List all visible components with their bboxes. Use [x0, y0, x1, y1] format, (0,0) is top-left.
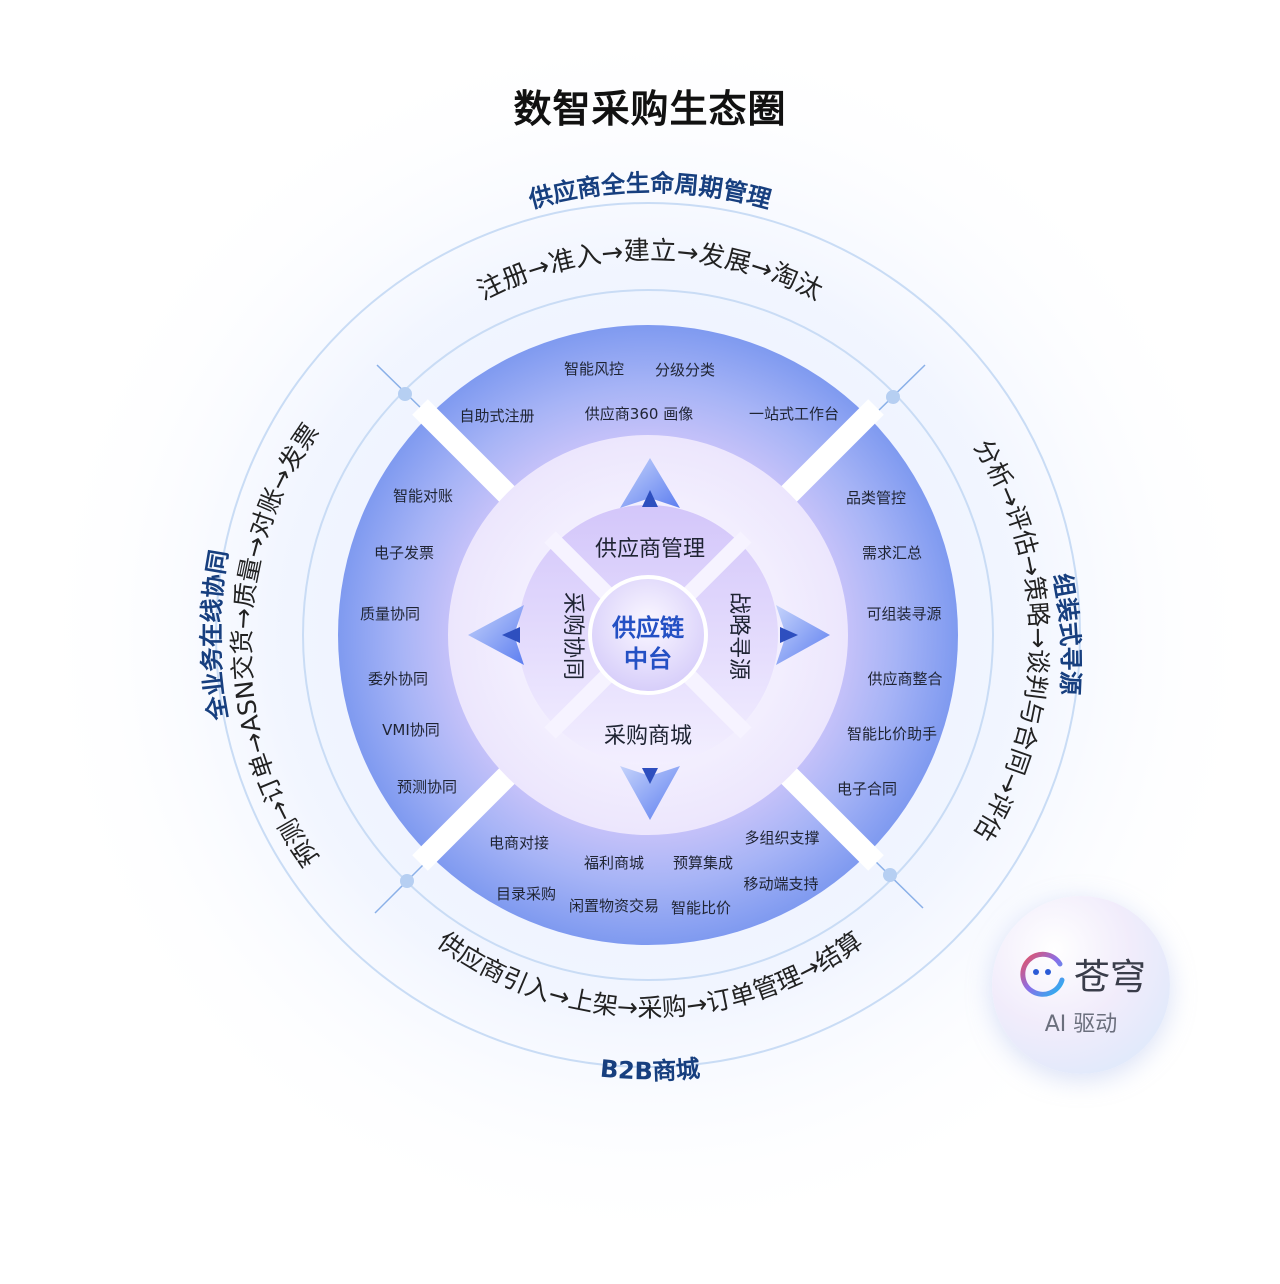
feature-bottom-item: 电商对接 — [489, 834, 549, 852]
feature-right-item: 电子合同 — [837, 780, 897, 798]
feature-bottom-item: 预算集成 — [673, 854, 733, 872]
page-title: 数智采购生态圈 — [513, 87, 787, 131]
feature-left-item: 质量协同 — [360, 605, 420, 623]
inner-label-right: 战略寻源 — [726, 592, 751, 680]
feature-right-item: 智能比价助手 — [847, 725, 937, 743]
core-circle — [588, 575, 708, 695]
arrow-left-icon — [468, 605, 524, 665]
feature-right-item: 需求汇总 — [862, 544, 922, 562]
arrow-down-icon — [620, 766, 680, 820]
feature-left-item: 电子发票 — [374, 544, 434, 562]
direction-arrows — [468, 458, 830, 820]
feature-left-item: VMI协同 — [382, 721, 440, 739]
ring-divider-dots — [398, 387, 900, 888]
feature-top-item: 分级分类 — [655, 361, 715, 379]
feature-bottom-item: 闲置物资交易 — [569, 897, 659, 915]
middle-ring — [302, 289, 994, 981]
feature-left-item: 委外协同 — [368, 670, 428, 688]
feature-right-item: 品类管控 — [846, 489, 906, 507]
feature-bottom-item: 多组织支撑 — [744, 829, 819, 847]
brand-badge: 苍穹 AI 驱动 — [992, 896, 1170, 1074]
feature-bottom-item: 福利商城 — [584, 854, 644, 872]
arrow-right-icon — [776, 605, 830, 665]
feature-top-item: 智能风控 — [564, 360, 624, 378]
center-line-2: 中台 — [624, 645, 672, 673]
brand-subtitle: AI 驱动 — [1044, 1012, 1118, 1037]
center-line-1: 供应链 — [611, 614, 685, 642]
feature-right-item: 供应商整合 — [867, 670, 942, 688]
feature-bottom-item: 目录采购 — [496, 885, 556, 903]
feature-top-item: 自助式注册 — [459, 407, 534, 425]
feature-right-item: 可组装寻源 — [866, 605, 941, 623]
feature-top-item: 供应商360 画像 — [585, 405, 693, 423]
inner-label-left: 采购协同 — [560, 592, 585, 680]
inner-label-top: 供应商管理 — [595, 537, 705, 562]
feature-bottom-item: 移动端支持 — [743, 875, 818, 893]
feature-top-item: 一站式工作台 — [749, 405, 839, 423]
outer-ring — [215, 202, 1081, 1068]
feature-bottom-item: 智能比价 — [671, 899, 731, 917]
brand-name: 苍穹 — [1074, 957, 1147, 998]
brand-logo-icon — [1020, 951, 1065, 997]
label-bottom: B2B商城 — [599, 1055, 701, 1086]
feature-left-item: 预测协同 — [397, 778, 457, 796]
feature-left-item: 智能对账 — [393, 487, 453, 505]
inner-label-bottom: 采购商城 — [604, 724, 692, 749]
arrow-up-icon — [620, 458, 680, 508]
